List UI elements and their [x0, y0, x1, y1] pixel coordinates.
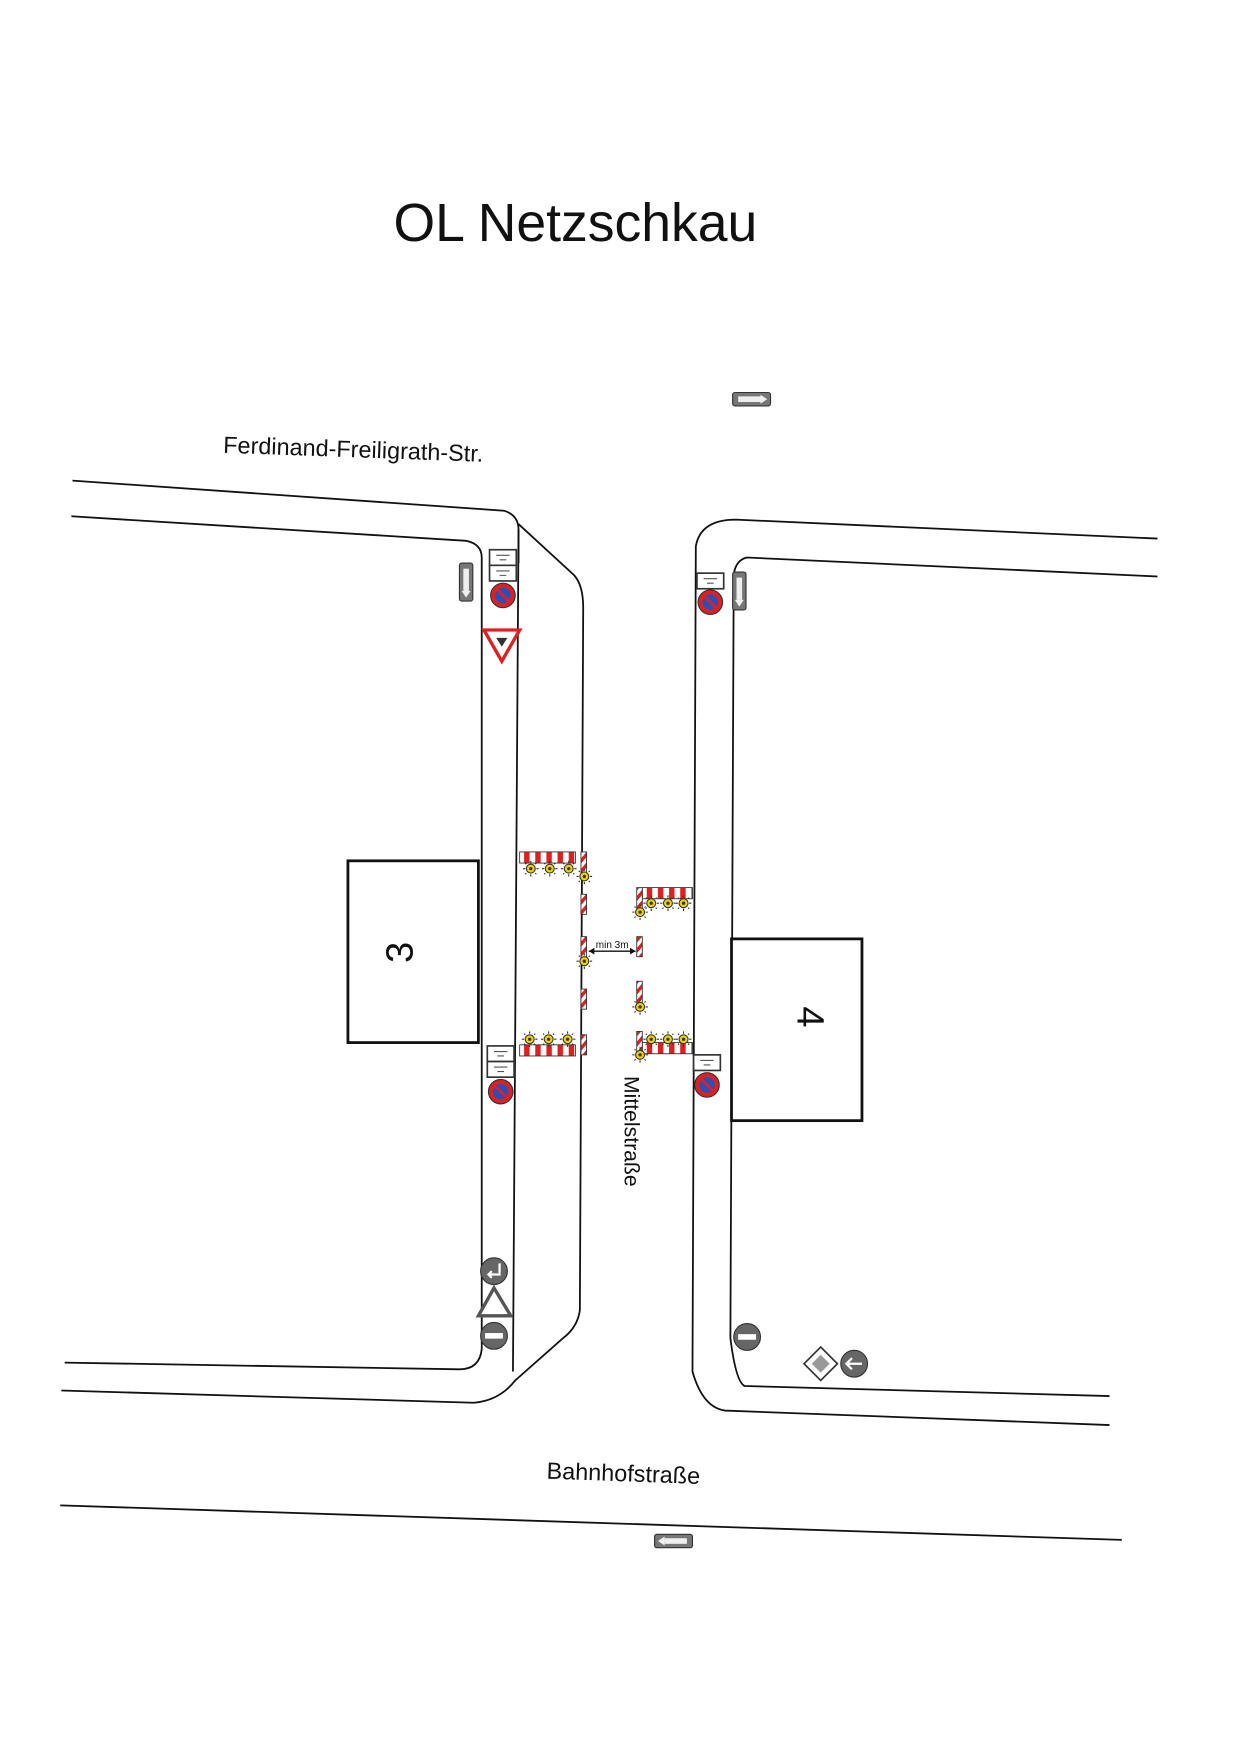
priority-road-sign-icon	[802, 1345, 839, 1382]
no-stopping-sign-icon	[696, 588, 724, 616]
supplementary-plate-icon	[486, 1060, 515, 1078]
street-name-mittelstrasse: Mittelstraße	[619, 1076, 642, 1187]
svg-text:min 3m: min 3m	[596, 940, 629, 951]
plan-title: OL Netzschkau	[393, 194, 757, 253]
barrier-bottom-right	[641, 1042, 693, 1055]
beacon-board	[580, 988, 587, 1010]
beacon-board	[636, 936, 643, 958]
no-entry-sign-icon	[733, 1323, 762, 1351]
no-entry-sign-icon	[480, 1321, 508, 1350]
direction-left-sign-icon	[840, 1349, 869, 1378]
svg-text:4: 4	[788, 1006, 830, 1027]
barriers	[519, 851, 693, 1057]
detour-sign-icon	[458, 562, 474, 602]
road-edges	[60, 479, 1158, 1541]
supplementary-plate-icon	[692, 1054, 722, 1072]
barrier-top-left	[519, 851, 576, 864]
detour-sign-icon	[654, 1533, 694, 1549]
detour-sign-icon	[732, 571, 747, 611]
building-4: 4	[730, 937, 864, 1123]
supplementary-plate-icon	[486, 1045, 515, 1063]
street-name-ferdinand-freiligrath: Ferdinand-Freiligrath-Str.	[223, 432, 484, 467]
mandatory-turn-sign-icon	[480, 1257, 508, 1286]
supplementary-plate-icon	[488, 548, 518, 567]
traffic-signs	[458, 391, 869, 1549]
barrier-bottom-left	[519, 1044, 576, 1057]
supplementary-plate-icon	[488, 564, 518, 582]
street-name-bahnhofstrasse: Bahnhofstraße	[546, 1458, 700, 1489]
beacon-board	[580, 1034, 587, 1056]
min-width-dimension: min 3m	[588, 940, 636, 955]
no-stopping-sign-icon	[693, 1071, 721, 1099]
yield-sign-icon	[481, 628, 523, 665]
warning-triangle-icon	[475, 1284, 514, 1318]
no-stopping-sign-icon	[487, 1077, 515, 1106]
building-3: 3	[346, 859, 480, 1044]
supplementary-plate-icon	[696, 572, 725, 590]
detour-sign-icon	[732, 391, 772, 407]
no-stopping-sign-icon	[489, 581, 517, 610]
svg-text:3: 3	[380, 942, 422, 963]
beacon-board	[580, 893, 587, 915]
